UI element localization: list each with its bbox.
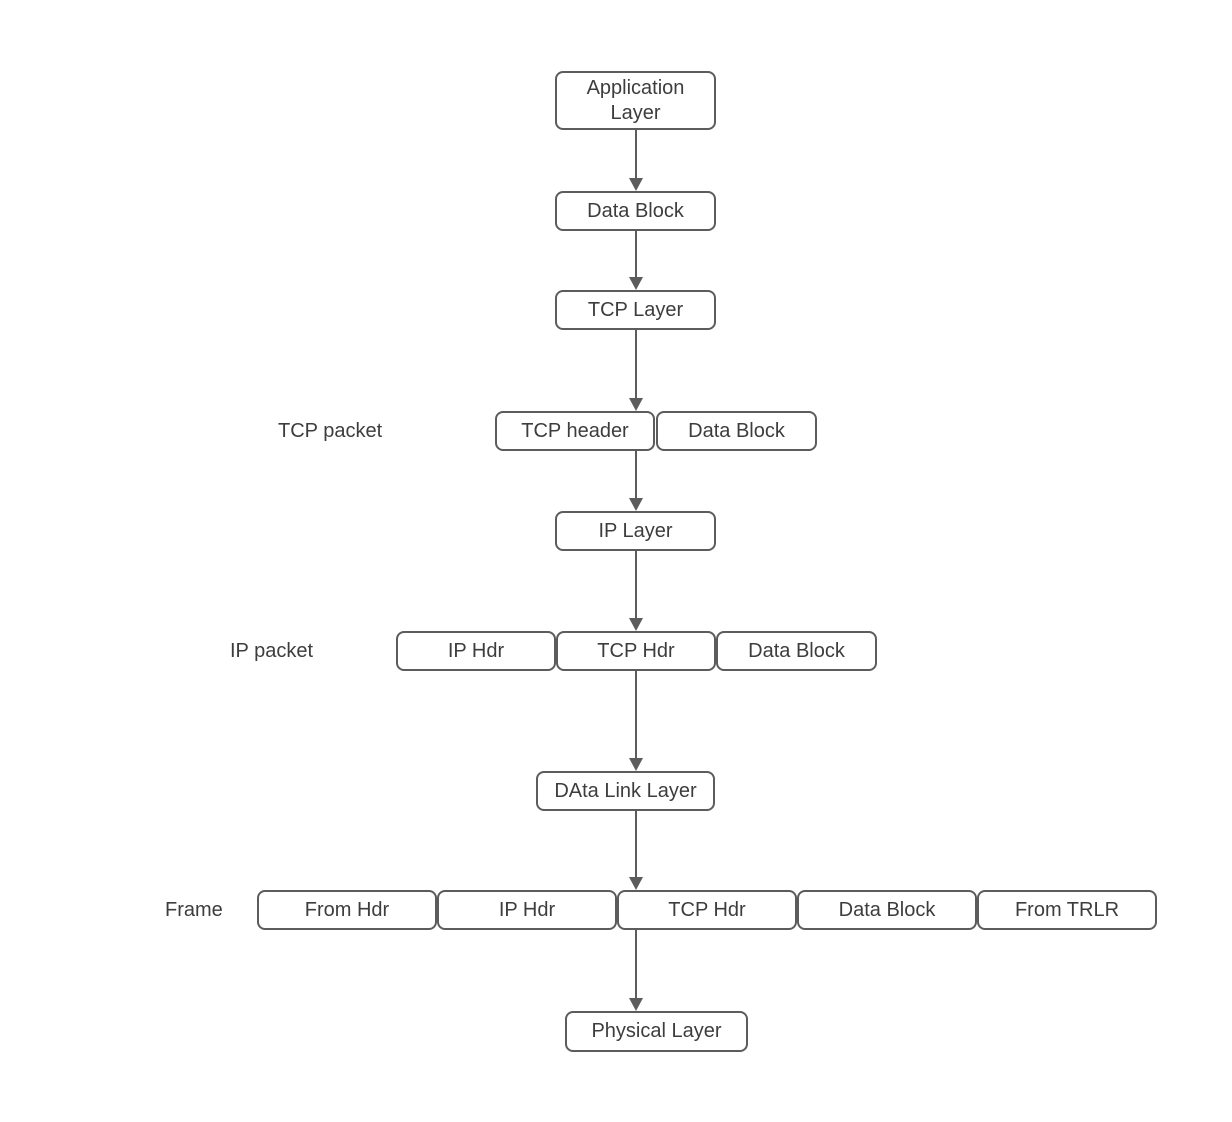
arrow-head-icon [629, 998, 643, 1011]
arrow-head-icon [629, 877, 643, 890]
node-data-block-app: Data Block [555, 191, 716, 231]
row-label-ip-packet: IP packet [230, 639, 314, 662]
node-data-link-layer: DAta Link Layer [536, 771, 715, 811]
arrow-head-icon [629, 498, 643, 511]
node-tcp-layer: TCP Layer [555, 290, 716, 330]
arrow-head-icon [629, 618, 643, 631]
arrow-line [635, 231, 637, 279]
arrow-head-icon [629, 178, 643, 191]
arrow-ippacket-to-datalink [629, 671, 643, 771]
arrow-head-icon [629, 398, 643, 411]
node-data-block-tcp: Data Block [656, 411, 817, 451]
node-tcp-hdr-frame: TCP Hdr [617, 890, 797, 930]
arrow-tcplayer-to-tcppacket [629, 330, 643, 411]
arrow-head-icon [629, 758, 643, 771]
node-ip-layer: IP Layer [555, 511, 716, 551]
arrow-tcppacket-to-iplayer [629, 451, 643, 511]
arrow-datalink-to-frame [629, 811, 643, 890]
arrow-iplayer-to-ippacket [629, 551, 643, 631]
arrow-line [635, 671, 637, 760]
node-tcp-hdr: TCP Hdr [556, 631, 716, 671]
node-physical-layer: Physical Layer [565, 1011, 748, 1052]
node-from-trlr: From TRLR [977, 890, 1157, 930]
node-ip-hdr: IP Hdr [396, 631, 556, 671]
node-tcp-header: TCP header [495, 411, 655, 451]
arrow-line [635, 130, 637, 180]
arrow-app-to-datablock [629, 130, 643, 191]
arrow-line [635, 811, 637, 879]
node-data-block-ip: Data Block [716, 631, 877, 671]
arrow-frame-to-physical [629, 930, 643, 1011]
node-ip-hdr-frame: IP Hdr [437, 890, 617, 930]
row-label-tcp-packet: TCP packet [278, 419, 383, 442]
node-application-layer: Application Layer [555, 71, 716, 130]
node-from-hdr: From Hdr [257, 890, 437, 930]
row-label-frame: Frame [165, 898, 223, 921]
arrow-line [635, 330, 637, 400]
arrow-line [635, 930, 637, 1000]
arrow-line [635, 451, 637, 500]
node-data-block-frame: Data Block [797, 890, 977, 930]
arrow-datablock-to-tcplayer [629, 231, 643, 290]
arrow-head-icon [629, 277, 643, 290]
arrow-line [635, 551, 637, 620]
